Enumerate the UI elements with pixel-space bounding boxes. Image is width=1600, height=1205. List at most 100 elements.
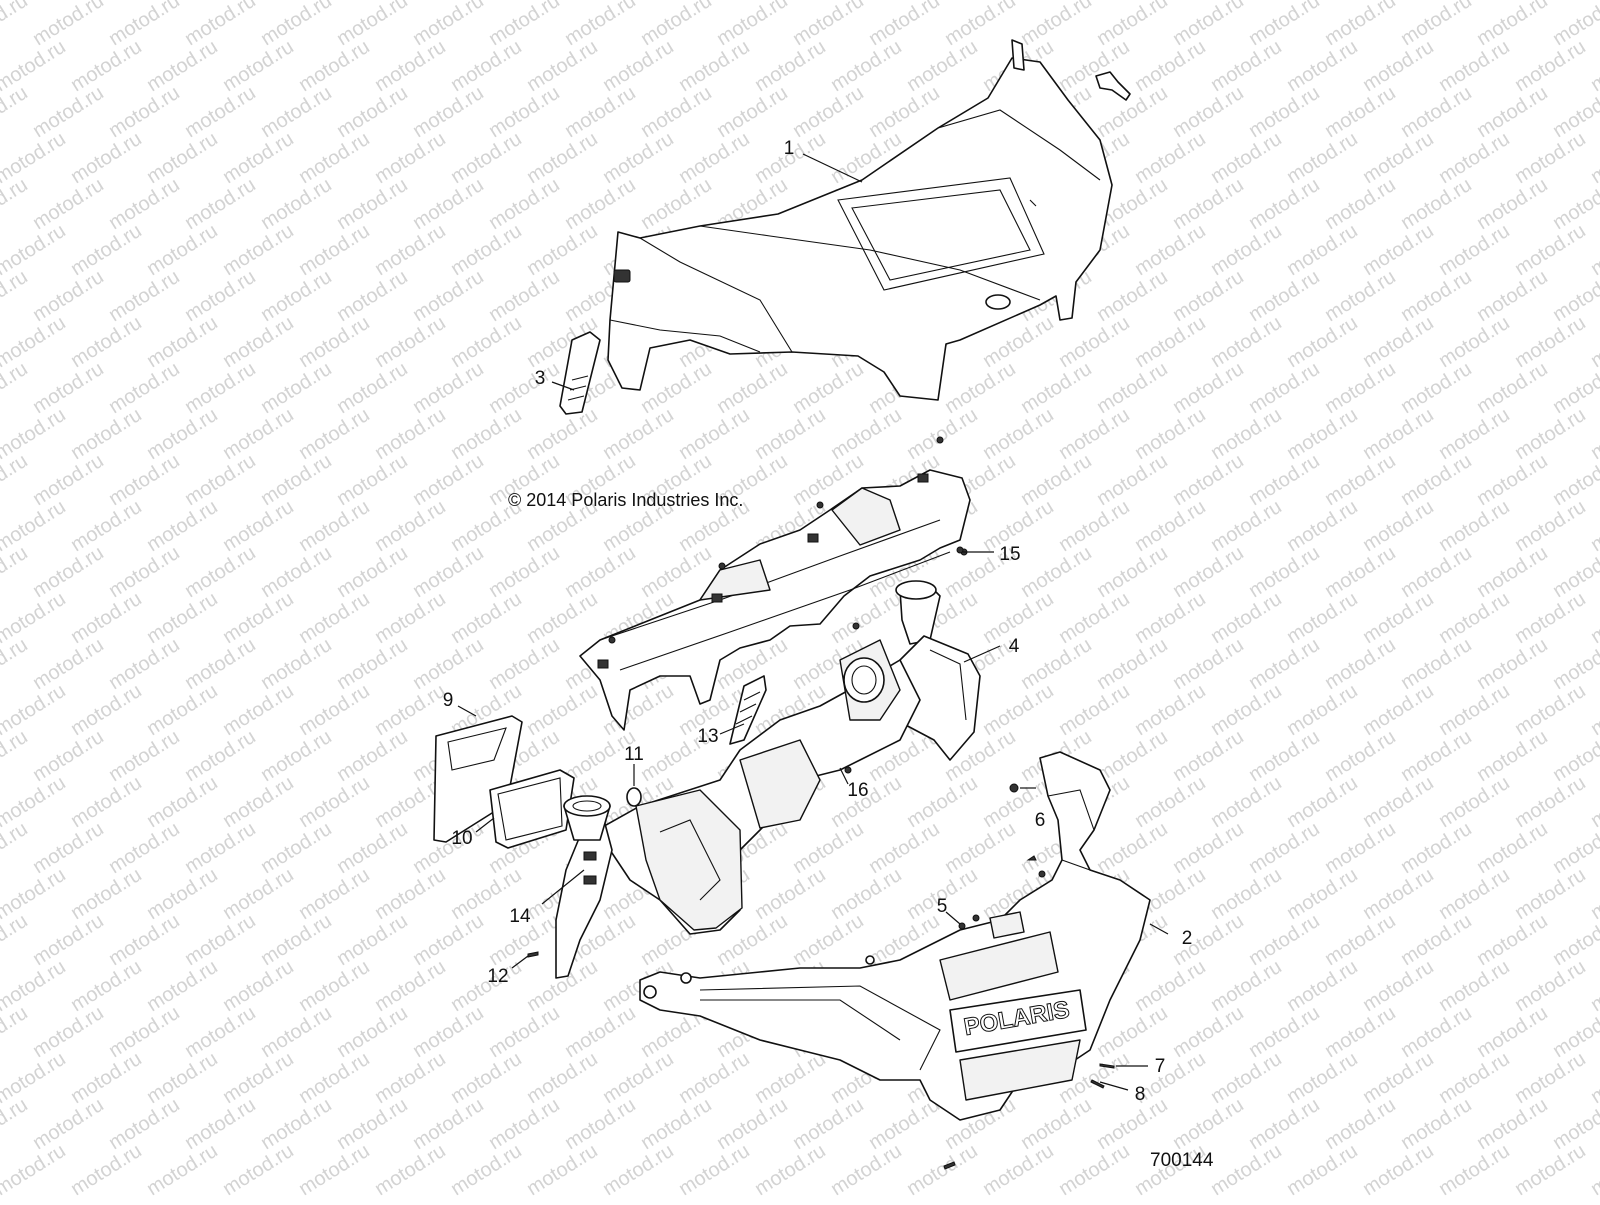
dash-top-panel [579, 436, 971, 731]
watermark-text: motod.ru [0, 1140, 70, 1200]
watermark-text: motod.ru [371, 404, 450, 464]
watermark-text: motod.ru [295, 404, 374, 464]
cup-holder-left [563, 795, 611, 841]
watermark-text: motod.ru [29, 358, 108, 418]
diagram-number: 700144 [1150, 1150, 1214, 1171]
watermark-text: motod.ru [1093, 634, 1172, 694]
watermark-text: motod.ru [751, 404, 830, 464]
watermark-text: motod.ru [1359, 1140, 1438, 1200]
watermark-text: motod.ru [409, 450, 488, 510]
watermark-text: motod.ru [903, 404, 982, 464]
watermark-text: motod.ru [561, 1002, 640, 1062]
watermark-text: motod.ru [599, 36, 678, 96]
watermark-text: motod.ru [675, 1140, 754, 1200]
watermark-text: motod.ru [1359, 312, 1438, 372]
watermark-text: motod.ru [1055, 680, 1134, 740]
watermark-text: motod.ru [789, 82, 868, 142]
watermark-text: motod.ru [1207, 772, 1286, 832]
watermark-text: motod.ru [67, 1140, 146, 1200]
watermark-text: motod.ru [447, 36, 526, 96]
watermark-text: motod.ru [1587, 588, 1600, 648]
watermark-text: motod.ru [1207, 1048, 1286, 1108]
watermark-text: motod.ru [1511, 956, 1590, 1016]
watermark-text: motod.ru [333, 266, 412, 326]
watermark-text: motod.ru [1359, 128, 1438, 188]
watermark-text: motod.ru [1397, 1094, 1476, 1154]
watermark-text: motod.ru [1435, 1048, 1514, 1108]
watermark-text: motod.ru [485, 542, 564, 602]
watermark-text: motod.ru [713, 358, 792, 418]
watermark-text: motod.ru [1435, 772, 1514, 832]
watermark-text: motod.ru [143, 680, 222, 740]
part-4-dash-right [879, 580, 981, 761]
watermark-text: motod.ru [409, 0, 488, 50]
watermark-text: motod.ru [1093, 818, 1172, 878]
watermark-text: motod.ru [409, 82, 488, 142]
watermark-text: motod.ru [865, 1094, 944, 1154]
watermark-text: motod.ru [371, 36, 450, 96]
watermark-text: motod.ru [143, 128, 222, 188]
watermark-text: motod.ru [1473, 358, 1552, 418]
watermark-text: motod.ru [333, 174, 412, 234]
part-1-hood-cover [607, 39, 1131, 401]
watermark-text: motod.ru [1321, 542, 1400, 602]
watermark-text: motod.ru [675, 36, 754, 96]
callout-8: 8 [1135, 1084, 1146, 1105]
watermark-text: motod.ru [257, 358, 336, 418]
watermark-text: motod.ru [485, 634, 564, 694]
watermark-text: motod.ru [1131, 496, 1210, 556]
watermark-text: motod.ru [371, 220, 450, 280]
callout-15: 15 [999, 544, 1020, 565]
watermark-text: motod.ru [371, 1048, 450, 1108]
watermark-text: motod.ru [1587, 956, 1600, 1016]
watermark-text: motod.ru [257, 450, 336, 510]
watermark-text: motod.ru [333, 542, 412, 602]
watermark-text: motod.ru [1397, 82, 1476, 142]
watermark-text: motod.ru [219, 128, 298, 188]
watermark-text: motod.ru [1169, 1002, 1248, 1062]
watermark-text: motod.ru [0, 542, 32, 602]
watermark-text: motod.ru [865, 818, 944, 878]
watermark-text: motod.ru [1245, 450, 1324, 510]
watermark-text: motod.ru [1131, 312, 1210, 372]
watermark-text: motod.ru [219, 956, 298, 1016]
watermark-text: motod.ru [143, 36, 222, 96]
callout-2: 2 [1182, 928, 1193, 949]
watermark-text: motod.ru [67, 312, 146, 372]
watermark-text: motod.ru [1587, 772, 1600, 832]
watermark-text: motod.ru [143, 588, 222, 648]
watermark-text: motod.ru [447, 1048, 526, 1108]
watermark-text: motod.ru [1055, 1140, 1134, 1200]
watermark-text: motod.ru [1283, 680, 1362, 740]
watermark-text: motod.ru [1511, 496, 1590, 556]
watermark-text: motod.ru [29, 450, 108, 510]
watermark-text: motod.ru [295, 588, 374, 648]
watermark-text: motod.ru [447, 404, 526, 464]
watermark-text: motod.ru [143, 1048, 222, 1108]
watermark-text: motod.ru [979, 1140, 1058, 1200]
watermark-text: motod.ru [1435, 404, 1514, 464]
callout-labels: 1 2 3 4 5 6 7 8 9 10 11 12 13 14 15 16 [443, 138, 1193, 1105]
watermark-text: motod.ru [219, 588, 298, 648]
watermark-text: motod.ru [1283, 496, 1362, 556]
watermark-text: motod.ru [1055, 404, 1134, 464]
callout-9: 9 [443, 690, 454, 711]
watermark-text: motod.ru [1473, 910, 1552, 970]
watermark-text: motod.ru [295, 496, 374, 556]
watermark-text: motod.ru [333, 450, 412, 510]
watermark-text: motod.ru [1359, 864, 1438, 924]
part-13-vent [729, 675, 767, 745]
watermark-text: motod.ru [1321, 266, 1400, 326]
watermark-text: motod.ru [0, 634, 32, 694]
watermark-text: motod.ru [105, 266, 184, 326]
watermark-text: motod.ru [1587, 1140, 1600, 1200]
watermark-text: motod.ru [409, 1094, 488, 1154]
watermark-text: motod.ru [1587, 220, 1600, 280]
watermark-text: motod.ru [105, 174, 184, 234]
watermark-text: motod.ru [1017, 450, 1096, 510]
watermark-text: motod.ru [903, 1140, 982, 1200]
copyright-text: © 2014 Polaris Industries Inc. [508, 490, 743, 510]
watermark-text: motod.ru [1587, 1048, 1600, 1108]
watermark-text: motod.ru [1435, 956, 1514, 1016]
